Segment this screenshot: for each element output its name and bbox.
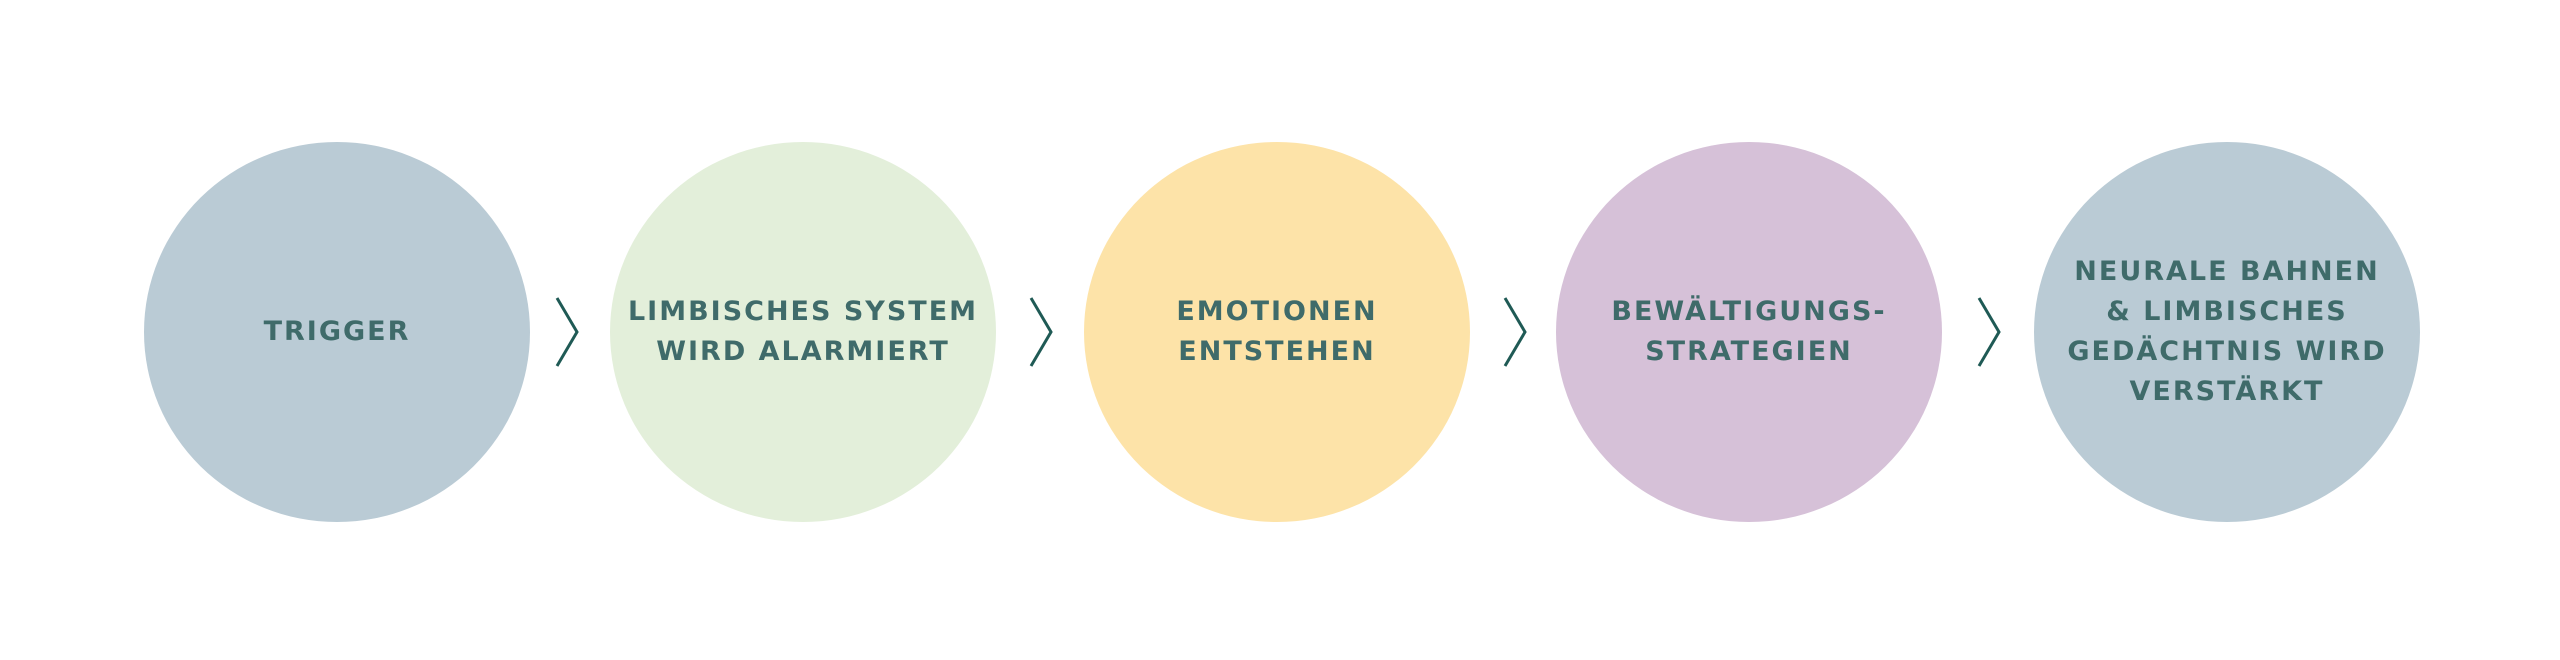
step-label: NEURALE BAHNEN & LIMBISCHES GEDÄCHTNIS W…	[2067, 256, 2387, 407]
step-emotions-arise: EMOTIONEN ENTSTEHEN	[1084, 142, 1470, 522]
chevron-right-icon	[1976, 294, 2004, 370]
step-trigger: TRIGGER	[144, 142, 530, 522]
step-label: EMOTIONEN ENTSTEHEN	[1176, 296, 1378, 367]
chevron-right-icon	[1028, 294, 1056, 370]
step-label: TRIGGER	[263, 316, 411, 347]
chevron-right-icon	[1502, 294, 1530, 370]
chevron-right-icon	[554, 294, 582, 370]
step-label: LIMBISCHES SYSTEM WIRD ALARMIERT	[627, 296, 979, 367]
step-coping-strategies: BEWÄLTIGUNGS- STRATEGIEN	[1556, 142, 1942, 522]
step-neural-pathways-reinforced: NEURALE BAHNEN & LIMBISCHES GEDÄCHTNIS W…	[2034, 142, 2420, 522]
step-limbic-system-alarmed: LIMBISCHES SYSTEM WIRD ALARMIERT	[610, 142, 996, 522]
step-label: BEWÄLTIGUNGS- STRATEGIEN	[1611, 296, 1887, 367]
